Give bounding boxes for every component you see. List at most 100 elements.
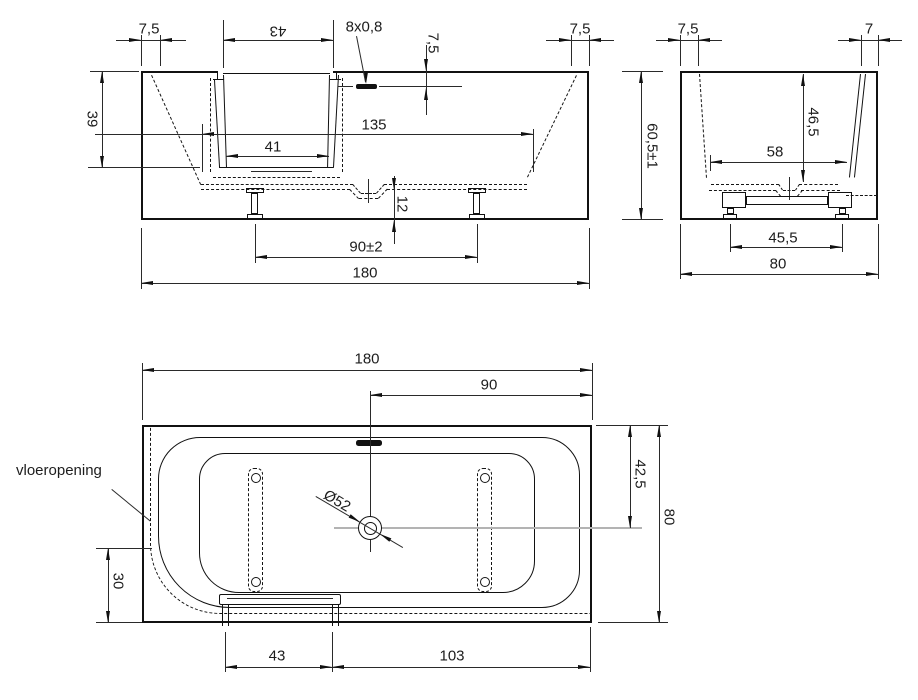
shell-bottom-line <box>709 190 776 191</box>
ext-line <box>225 632 226 672</box>
ext-line <box>730 224 731 252</box>
arrowhead <box>321 37 333 42</box>
arrowhead <box>255 254 267 259</box>
door-bottom-edge <box>219 167 333 168</box>
rail-hole <box>479 577 490 587</box>
ext-line <box>598 622 668 623</box>
dim-line <box>546 40 614 41</box>
overflow-centerline <box>338 86 353 87</box>
door-frame-left-tab <box>213 79 224 80</box>
inner-floor-line <box>711 184 779 185</box>
arrowhead <box>129 37 141 42</box>
door-gap-mask <box>218 68 333 74</box>
door-hidden-right <box>342 78 343 172</box>
adjustable-foot <box>247 214 263 220</box>
dim-label-total-length: 180 <box>354 350 380 368</box>
adjustable-foot <box>246 188 264 193</box>
arrowhead <box>559 37 571 42</box>
dim-line <box>370 395 592 396</box>
support-frame-block <box>722 192 746 208</box>
rail-hole <box>250 577 261 587</box>
dim-label-drain-from-top: 42,5 <box>631 459 649 489</box>
dim-label-total-width: 80 <box>769 255 787 273</box>
door-post <box>338 605 339 626</box>
arrowhead <box>830 244 842 249</box>
ext-line <box>842 224 843 252</box>
arrowhead <box>580 367 592 372</box>
dim-line <box>108 548 109 623</box>
adjustable-foot <box>839 208 846 214</box>
ext-line <box>223 20 224 68</box>
ext-line <box>160 35 161 66</box>
centerline-horizontal <box>334 527 642 529</box>
arrowhead <box>668 37 680 42</box>
ext-line <box>255 224 256 263</box>
centerline-vertical <box>370 391 371 552</box>
arrowhead <box>332 664 344 669</box>
ext-line <box>878 35 879 66</box>
plan-outer-body <box>142 425 592 623</box>
dim-label-total-width: 80 <box>660 508 678 526</box>
dim-label-overflow: 8x0,8 <box>345 18 383 36</box>
dim-label-drain-to-right: 90 <box>480 376 498 394</box>
dim-line <box>641 71 642 220</box>
mounting-rail <box>477 468 492 592</box>
dim-line <box>332 667 590 668</box>
arrowhead <box>710 159 722 164</box>
dim-line <box>102 71 103 168</box>
inner-floor-line <box>201 184 353 185</box>
overflow-slot <box>356 84 377 89</box>
overflow-slot <box>356 440 382 446</box>
rail-hole <box>250 473 261 483</box>
side-outer-body <box>680 71 878 220</box>
arrowhead <box>391 220 396 232</box>
ext-line <box>680 224 681 279</box>
adjustable-foot <box>723 214 737 220</box>
door-frame-right <box>336 71 337 80</box>
door-frame-left <box>217 71 218 80</box>
ext-line <box>571 35 572 66</box>
ext-line <box>333 20 334 68</box>
dim-label-wall-top-left: 7,5 <box>677 20 699 38</box>
dim-line <box>95 134 533 135</box>
dim-label-feet-spacing: 45,5 <box>768 229 798 247</box>
dim-line <box>710 162 847 163</box>
arrowhead <box>680 271 692 276</box>
dim-line <box>394 176 395 244</box>
dim-line <box>803 74 804 182</box>
arrowhead <box>223 37 235 42</box>
arrowhead <box>370 392 382 397</box>
door-hidden-left <box>210 78 211 172</box>
arrowhead <box>363 72 368 84</box>
adjustable-foot <box>727 208 734 214</box>
dim-line <box>680 274 878 275</box>
adjustable-foot <box>473 193 480 214</box>
arrowhead <box>226 153 238 158</box>
arrowhead <box>105 611 110 623</box>
arrowhead <box>638 71 643 83</box>
arrowhead <box>99 156 104 168</box>
dim-line <box>838 40 902 41</box>
floor-opening-outline <box>150 425 592 614</box>
support-frame-block <box>828 192 852 208</box>
arrowhead <box>656 425 661 437</box>
ext-line <box>332 632 333 672</box>
inner-floor-line <box>799 184 838 185</box>
ext-line <box>590 627 591 672</box>
arrowhead <box>202 131 214 136</box>
arrowhead <box>225 664 237 669</box>
dim-line <box>630 425 631 528</box>
ext-line <box>589 35 590 66</box>
dim-label-total-length: 180 <box>352 264 378 282</box>
dim-label-door-bottom: 41 <box>264 138 282 156</box>
shell-bottom-line <box>387 189 527 190</box>
ext-line <box>878 224 879 279</box>
adjustable-foot <box>469 214 485 220</box>
shell-bottom-line <box>801 190 840 191</box>
dim-line <box>656 40 722 41</box>
dim-line <box>226 156 329 157</box>
dim-label-door-to-right: 103 <box>439 647 465 665</box>
